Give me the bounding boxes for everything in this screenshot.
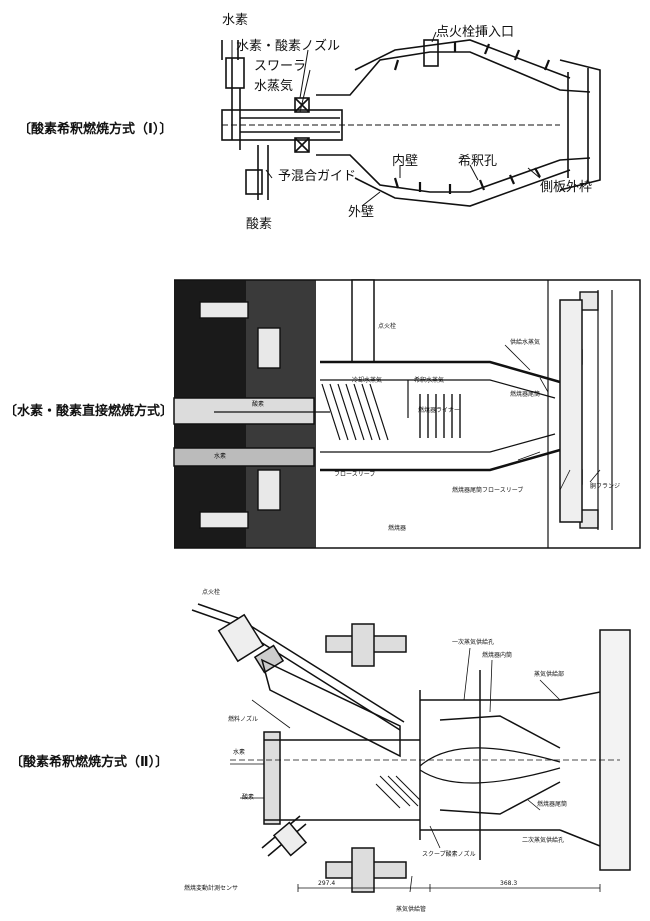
d1-steam-label: 水蒸気 (254, 79, 294, 94)
diagram-2-title: 〔水素・酸素直接燃焼方式〕 (4, 404, 174, 419)
d2-hydrogen-label: 水素 (214, 453, 227, 460)
d3-dim1-label: 297.4 (318, 880, 336, 887)
d1-outer-frame-label: 側板外枠 (540, 180, 593, 195)
d3-primary-hole-label: 一次蒸気供給孔 (452, 639, 495, 646)
d3-steam-supply-part-label: 蒸気供給部 (534, 671, 565, 678)
d3-dynamic-sensor-label: 燃焼変動計測センサ (184, 885, 239, 892)
d2-cooling-steam-label: 冷却水蒸気 (352, 377, 383, 384)
d1-premix-guide-label: 予混合ガイド (278, 169, 357, 184)
d1-dilution-hole-label: 希釈孔 (458, 154, 498, 169)
d2-liner-label: 燃焼器ライナー (418, 407, 460, 414)
d3-hydrogen-label: 水素 (233, 749, 246, 756)
diagram-2-drawing (173, 279, 641, 549)
d1-outer-wall-label: 外壁 (348, 205, 375, 220)
d1-oxygen-label: 酸素 (246, 217, 273, 232)
d3-liner-inner-label: 燃焼器内筒 (482, 652, 513, 659)
d3-dim2-label: 368.3 (500, 880, 518, 887)
d3-tail-pipe-label: 燃焼器尾筒 (537, 801, 568, 808)
d3-oxygen-label: 酸素 (242, 794, 255, 801)
d3-supply-pipe-label: 蒸気供給管 (396, 906, 427, 913)
d3-igniter-label: 点火栓 (202, 589, 221, 596)
diagram-1-drawing (221, 31, 601, 207)
d2-flange-label: 胴フランジ (590, 483, 621, 490)
d2-tail-flow-sleeve-label: 燃焼器尾筒フロースリーブ (452, 487, 524, 494)
diagram-3-title: 〔酸素希釈燃焼方式（Ⅱ）〕 (10, 755, 169, 770)
d2-tail-pipe-label: 燃焼器尾筒 (510, 391, 541, 398)
diagram-3-drawing (191, 603, 631, 893)
d3-scoop-nozzle-label: スクープ酸素ノズル (422, 851, 476, 858)
d3-fuel-nozzle-label: 燃料ノズル (228, 716, 259, 723)
d1-hydrogen-label: 水素 (222, 13, 249, 28)
d2-flow-sleeve-label: フロースリーブ (334, 471, 376, 478)
d2-dilution-steam-label: 希釈水蒸気 (414, 377, 445, 384)
diagram-1-title: 〔酸素希釈燃焼方式（Ⅰ）〕 (18, 122, 173, 137)
d1-igniter-port-label: 点火栓挿入口 (436, 25, 515, 40)
d1-swirler-label: スワーラ (254, 59, 307, 74)
d2-combustor-label: 燃焼器 (388, 525, 407, 532)
d1-inner-wall-label: 内壁 (392, 154, 419, 169)
d2-supply-steam-label: 供給水蒸気 (510, 339, 541, 346)
d2-oxygen-label: 酸素 (252, 401, 265, 408)
d1-nozzle-label: 水素・酸素ノズル (236, 39, 341, 54)
d2-igniter-label: 点火栓 (378, 323, 397, 330)
d3-secondary-hole-label: 二次蒸気供給孔 (522, 837, 565, 844)
